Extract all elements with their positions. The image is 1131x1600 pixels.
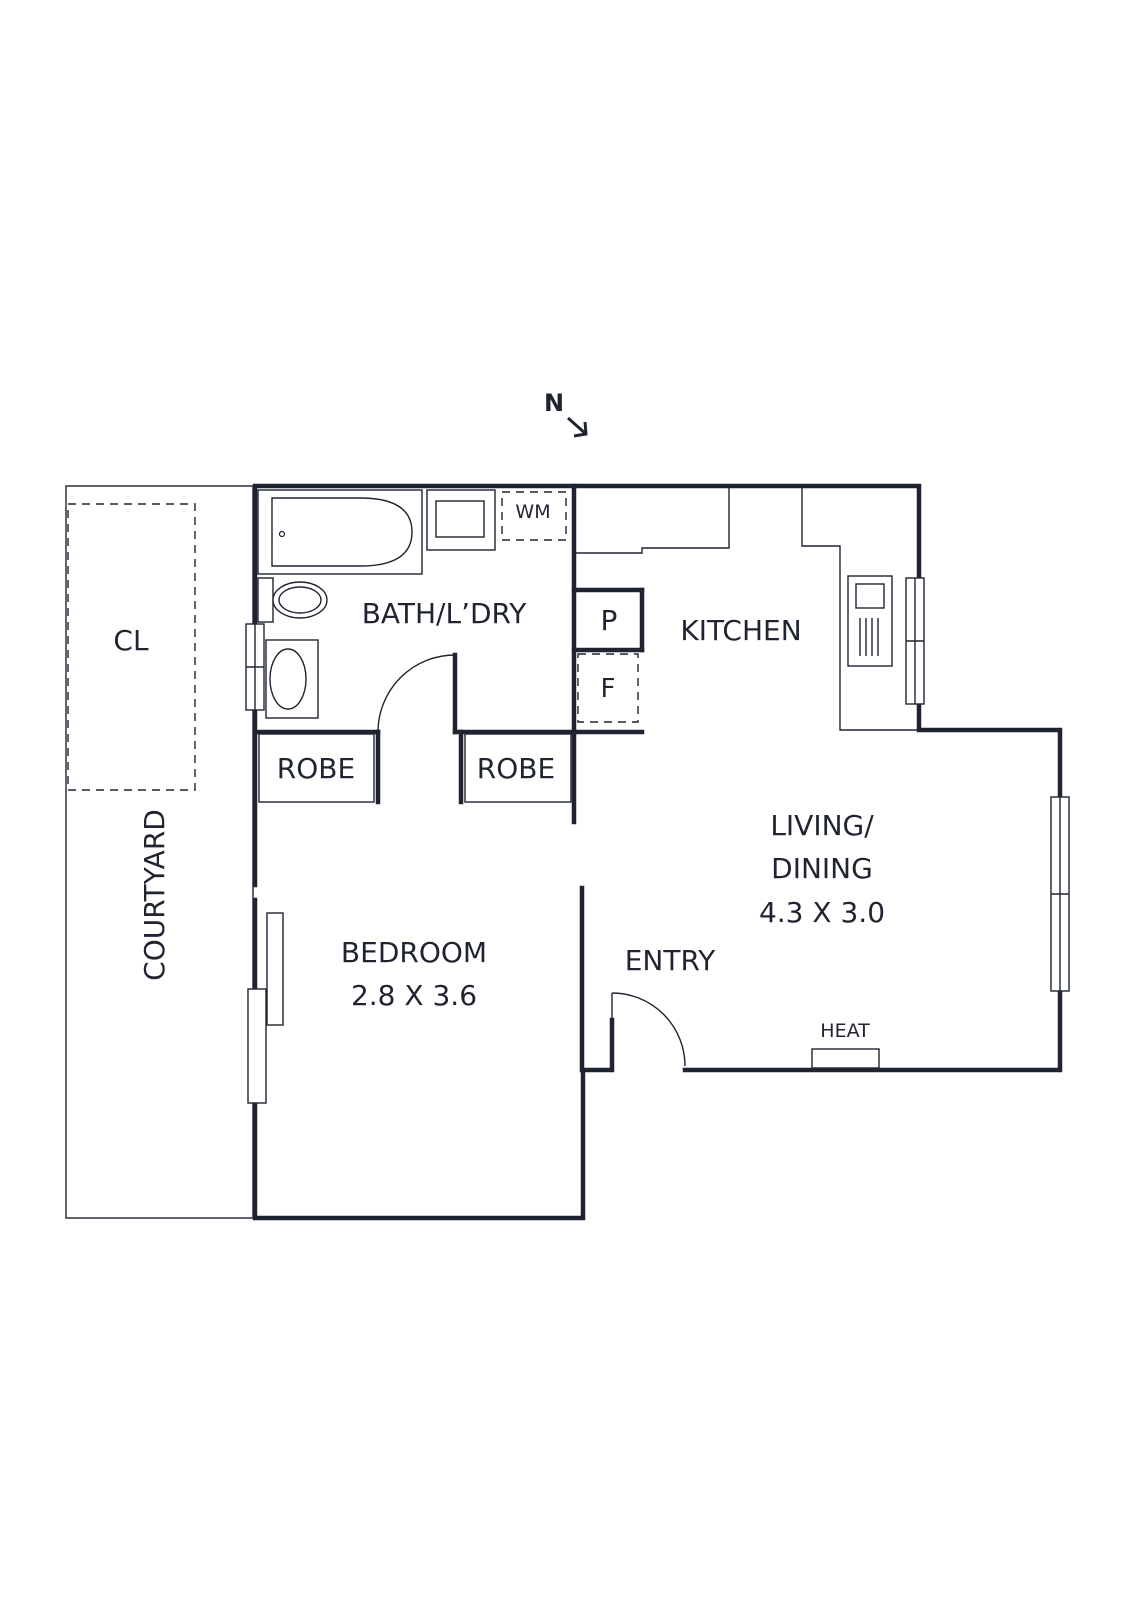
- window-bedroom-lower: [247, 988, 267, 1104]
- fridge-label: F: [601, 674, 616, 704]
- robe-right-label: ROBE: [477, 752, 555, 785]
- robe-left-box: [258, 733, 375, 803]
- robes: [258, 733, 572, 803]
- living-label-line2: DINING: [771, 852, 873, 885]
- cl-label: CL: [113, 624, 149, 657]
- wm-label: WM: [515, 501, 550, 523]
- bench-left: [576, 486, 730, 554]
- robe-right-box: [464, 733, 572, 803]
- outer-wall-north: [252, 483, 1063, 1073]
- bedroom-size: 2.8 X 3.6: [351, 979, 477, 1012]
- bath-laundry-label: BATH/L’DRY: [362, 597, 528, 630]
- washing-machine-outline: [501, 491, 567, 541]
- toilet-cistern: [257, 577, 274, 623]
- trough-inner: [435, 500, 485, 538]
- living-size: 4.3 X 3.0: [759, 896, 885, 929]
- kitchen-label: KITCHEN: [680, 614, 801, 647]
- heat-label: HEAT: [820, 1020, 870, 1042]
- drain-icon: [278, 530, 286, 538]
- pantry-label: P: [601, 604, 618, 637]
- room-labels: CL COURTYARD BATH/L’DRY WM KITCHEN P F R…: [113, 501, 885, 1042]
- robe-left-label: ROBE: [277, 752, 355, 785]
- entry-door-swing: [611, 992, 686, 1067]
- window-bedroom-upper: [266, 912, 284, 1026]
- fridge-outline: [577, 653, 639, 723]
- basin: [269, 648, 307, 710]
- bathroom-fixtures: [257, 489, 567, 719]
- cl-outline: [67, 503, 196, 791]
- heater: [811, 1048, 880, 1069]
- sink-bowl: [855, 583, 885, 609]
- entry-label: ENTRY: [625, 944, 716, 977]
- living-label-line1: LIVING/: [770, 809, 874, 842]
- bath-door-swing: [377, 654, 456, 733]
- kitchen-fixtures: [576, 486, 917, 731]
- arrow-icon: [567, 416, 588, 438]
- outer-wall-south: [252, 897, 615, 1221]
- windows: [245, 577, 1070, 1104]
- toilet-seat: [278, 586, 322, 614]
- drainer-ridges: [859, 618, 879, 656]
- walls: [252, 483, 1063, 1221]
- bathtub-basin: [271, 497, 413, 567]
- bedroom-label: BEDROOM: [341, 936, 487, 969]
- north-arrow: N: [544, 389, 588, 438]
- compass-label: N: [544, 389, 564, 417]
- courtyard-label: COURTYARD: [138, 809, 171, 981]
- bench-right: [801, 486, 917, 731]
